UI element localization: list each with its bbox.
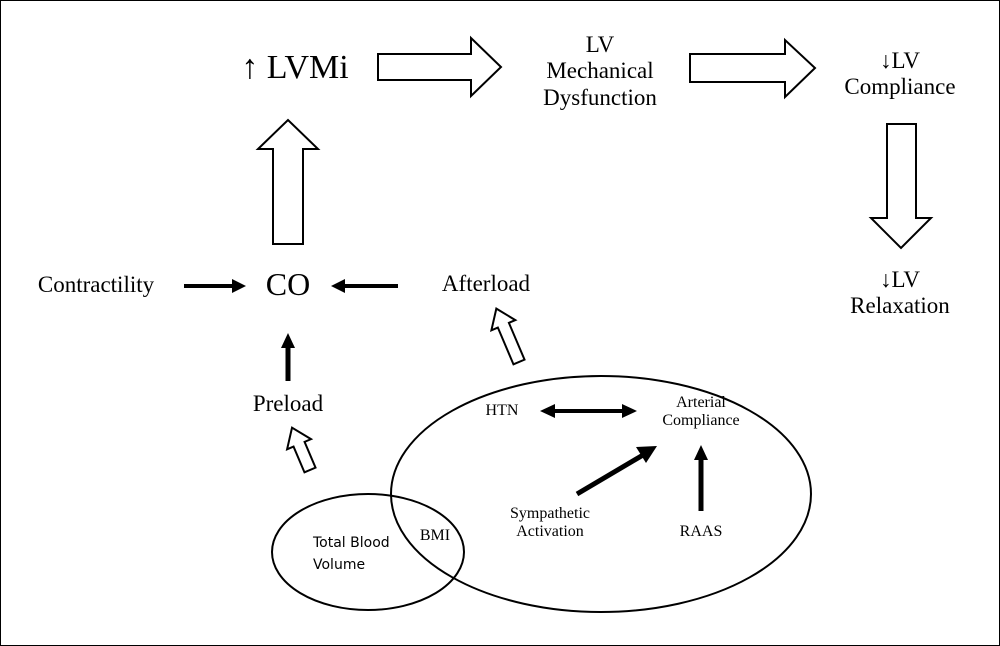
solid-arrowhead-sympathetic-to-arterial <box>636 446 657 463</box>
node-lv-relaxation-line1: ↓LV <box>879 267 921 292</box>
hollow-arrow-mech-to-compliance <box>689 37 817 100</box>
node-lv-relaxation: ↓LV Relaxation <box>820 267 980 320</box>
node-bmi: BMI <box>419 527 451 544</box>
node-sympathetic-activation: Sympathetic Activation <box>495 505 605 542</box>
node-lv-mechanical-line3: Dysfunction <box>543 84 657 110</box>
node-contractility: Contractility <box>37 272 155 297</box>
node-lvmi: ↑ LVMi <box>241 49 349 86</box>
node-preload: Preload <box>252 391 324 416</box>
hollow-arrow-compliance-to-relaxation <box>868 123 934 250</box>
node-sympathetic-line1: Sympathetic <box>510 505 590 522</box>
solid-arrowhead-afterload-to-co <box>331 279 345 293</box>
node-lv-mechanical-line1: LV <box>585 32 615 57</box>
solid-arrow-sympathetic-to-arterial <box>575 452 645 497</box>
solid-arrowhead-preload-to-co <box>281 333 295 348</box>
node-arterial-compliance: Arterial Compliance <box>645 394 757 431</box>
hollow-arrow-tbv-to-preload <box>285 426 317 474</box>
solid-arrowhead-htn-right <box>622 404 637 418</box>
node-total-blood-volume: Total Blood Volume <box>313 532 390 576</box>
node-arterial-compliance-line2: Compliance <box>662 412 740 430</box>
node-lv-mechanical-line2: Mechanical <box>546 58 654 84</box>
node-lv-compliance-line1: ↓LV <box>879 48 921 73</box>
hollow-arrow-lvmi-to-mech <box>377 35 503 99</box>
node-afterload: Afterload <box>441 271 531 296</box>
node-raas: RAAS <box>679 523 723 540</box>
node-lv-mechanical-dysfunction: LV Mechanical Dysfunction <box>510 32 690 111</box>
node-lv-relaxation-line2: Relaxation <box>850 293 950 319</box>
node-co: CO <box>265 266 311 302</box>
node-lv-compliance-line2: Compliance <box>844 74 956 100</box>
hollow-arrow-co-to-lvmi <box>255 118 321 245</box>
node-tbv-line2: Volume <box>313 557 366 573</box>
solid-arrowhead-htn-left <box>540 404 555 418</box>
node-arterial-compliance-line1: Arterial <box>676 394 726 411</box>
bmi-ellipse <box>390 375 812 613</box>
node-htn: HTN <box>485 402 519 419</box>
hollow-arrow-bmi-to-afterload <box>489 307 526 366</box>
solid-arrowhead-contractility-to-co <box>232 279 246 293</box>
node-tbv-line1: Total Blood <box>313 535 390 551</box>
solid-arrowhead-raas-to-arterial <box>694 445 708 460</box>
node-sympathetic-line2: Activation <box>516 523 584 541</box>
node-lv-compliance: ↓LV Compliance <box>820 48 980 101</box>
total-blood-volume-ellipse <box>271 493 465 611</box>
